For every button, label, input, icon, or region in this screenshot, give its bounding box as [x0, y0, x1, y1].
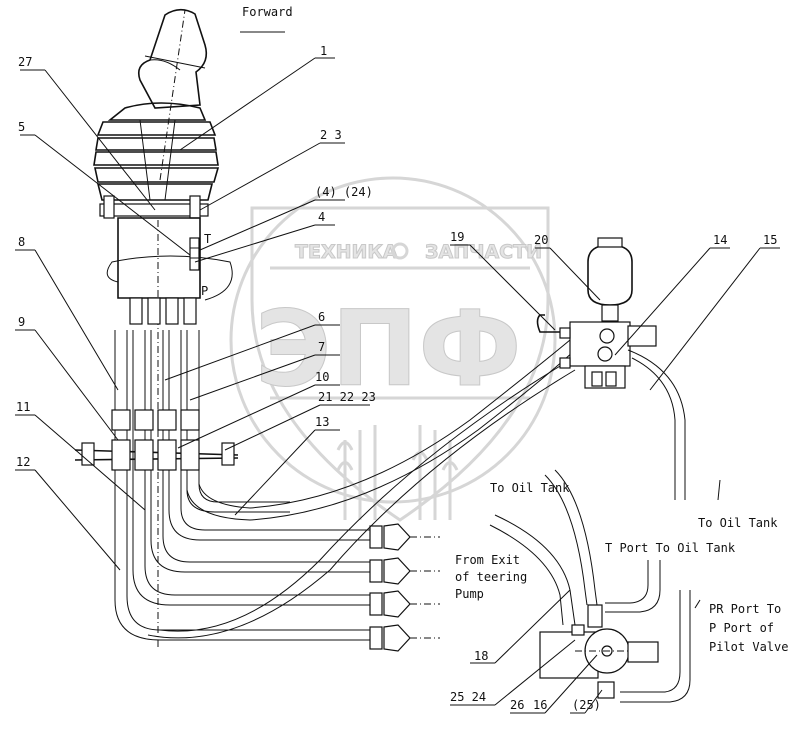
end-fitting-2	[369, 559, 383, 583]
callout-11: 11	[16, 400, 30, 414]
nut-7	[157, 439, 177, 471]
label-from-exit-line1: From Exit	[455, 553, 520, 567]
gear-icon	[391, 242, 409, 260]
watermark-ring	[229, 176, 557, 504]
callout-18: 18	[474, 649, 488, 663]
label-forward: Forward	[242, 5, 293, 19]
watermark-shield	[250, 206, 550, 522]
end-fitting-3	[369, 592, 383, 616]
priority-valve-block	[536, 237, 686, 500]
steering-valve	[489, 469, 691, 703]
callout-19: 19	[450, 230, 464, 244]
callout-6: 6	[318, 310, 325, 324]
callout-20: 20	[534, 233, 548, 247]
mounting-plate	[99, 203, 209, 217]
label-p-port: P	[201, 284, 208, 298]
callout-12: 12	[16, 455, 30, 469]
callout-2-3: 2 3	[320, 128, 342, 142]
callout-15: 15	[763, 233, 777, 247]
watermark-text-logo: ЭПФ	[255, 288, 522, 410]
callout-9: 9	[18, 315, 25, 329]
nut-4	[180, 409, 200, 431]
port-t-connector	[189, 237, 200, 271]
label-to-oil-tank-1: To Oil Tank	[490, 481, 570, 495]
joystick-handle	[137, 8, 208, 109]
callout-14: 14	[713, 233, 727, 247]
joystick-assembly	[93, 8, 233, 650]
label-to-oil-tank-2: To Oil Tank	[698, 516, 778, 530]
fitting-d	[183, 297, 197, 325]
rubber-boot	[93, 102, 220, 201]
callout-10: 10	[315, 370, 329, 384]
leader-lines	[15, 31, 780, 714]
fitting-b	[147, 297, 161, 325]
end-fitting-4	[369, 626, 383, 650]
watermark-text-left: ТЕХНИКА	[295, 241, 398, 263]
nut-5	[111, 439, 131, 471]
label-pr-port-line1: PR Port To	[709, 602, 781, 616]
label-from-exit-line2: of teering	[455, 570, 527, 584]
callout-numbers: 1 2 3 (4) (24) 4 27 5 8 9 11 12 6 7 10 2…	[16, 44, 777, 712]
pilot-valve-body	[117, 217, 201, 299]
nut-3	[157, 409, 177, 431]
callout-25-24: 25 24	[450, 690, 486, 704]
callout-21-23: 21 22 23	[318, 390, 376, 404]
nut-6	[134, 439, 154, 471]
callout-4-24: (4) (24)	[315, 185, 373, 199]
callout-25-paren: (25)	[572, 698, 601, 712]
callout-26: 26	[510, 698, 524, 712]
pipe-clamp-plate	[74, 409, 239, 471]
callout-1: 1	[320, 44, 327, 58]
callout-13: 13	[315, 415, 329, 429]
callout-7: 7	[318, 340, 325, 354]
label-from-exit-line3: Pump	[455, 587, 484, 601]
bolt-left	[103, 195, 115, 219]
label-t-port-to-oil-tank: T Port To Oil Tank	[605, 541, 736, 555]
pipe-end-fittings	[369, 523, 440, 652]
clamp-bolt-left	[81, 442, 95, 466]
nut-8	[180, 439, 200, 471]
callout-16: 16	[533, 698, 547, 712]
callout-5: 5	[18, 120, 25, 134]
text-labels: Forward T P To Oil Tank To Oil Tank T Po…	[201, 5, 788, 654]
callout-4: 4	[318, 210, 325, 224]
fitting-a	[129, 297, 143, 325]
watermark: ТЕХНИКА ЗАПЧАСТИ ЭПФ	[229, 176, 557, 522]
label-t-port: T	[204, 232, 211, 246]
accumulator-20	[587, 244, 633, 306]
watermark-text-right: ЗАПЧАСТИ	[425, 241, 542, 263]
nut-2	[134, 409, 154, 431]
watermark-wheat	[336, 425, 459, 520]
callout-8: 8	[18, 235, 25, 249]
label-pr-port-line2: P Port of	[709, 621, 774, 635]
callout-27: 27	[18, 55, 32, 69]
bolt-right	[189, 195, 201, 219]
end-fitting-1	[369, 525, 383, 549]
hose-to-valve-block	[147, 339, 576, 639]
label-pr-port-line3: Pilot Valve	[709, 640, 788, 654]
fitting-c	[165, 297, 179, 325]
nut-1	[111, 409, 131, 431]
clamp-bolt-right	[221, 442, 235, 466]
